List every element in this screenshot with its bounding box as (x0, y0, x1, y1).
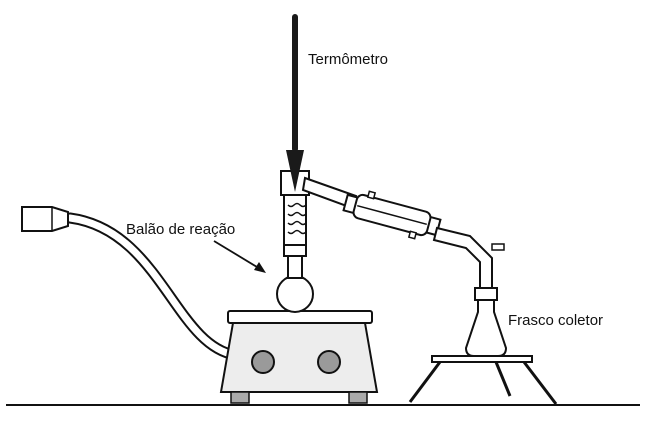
thermometer-label: Termômetro (308, 51, 388, 68)
condenser (342, 190, 442, 240)
hot-plate-knob-left (251, 350, 275, 374)
collector-flask-label: Frasco coletor (508, 312, 603, 329)
hot-plate-knob-right (317, 350, 341, 374)
hot-plate (219, 310, 379, 404)
reaction-flask-label: Balão de reação (126, 221, 235, 238)
power-plug (21, 206, 69, 232)
power-hose (64, 212, 241, 361)
reaction-flask (276, 243, 314, 313)
thermometer (286, 14, 304, 192)
hot-plate-top (227, 310, 373, 324)
hot-plate-foot-left (230, 391, 250, 404)
reaction-flask-pointer (213, 240, 266, 273)
hot-plate-body (219, 322, 379, 393)
hot-plate-foot-right (348, 391, 368, 404)
adapter (432, 226, 505, 291)
collector-flask (464, 287, 508, 357)
tripod-stand (408, 355, 558, 405)
